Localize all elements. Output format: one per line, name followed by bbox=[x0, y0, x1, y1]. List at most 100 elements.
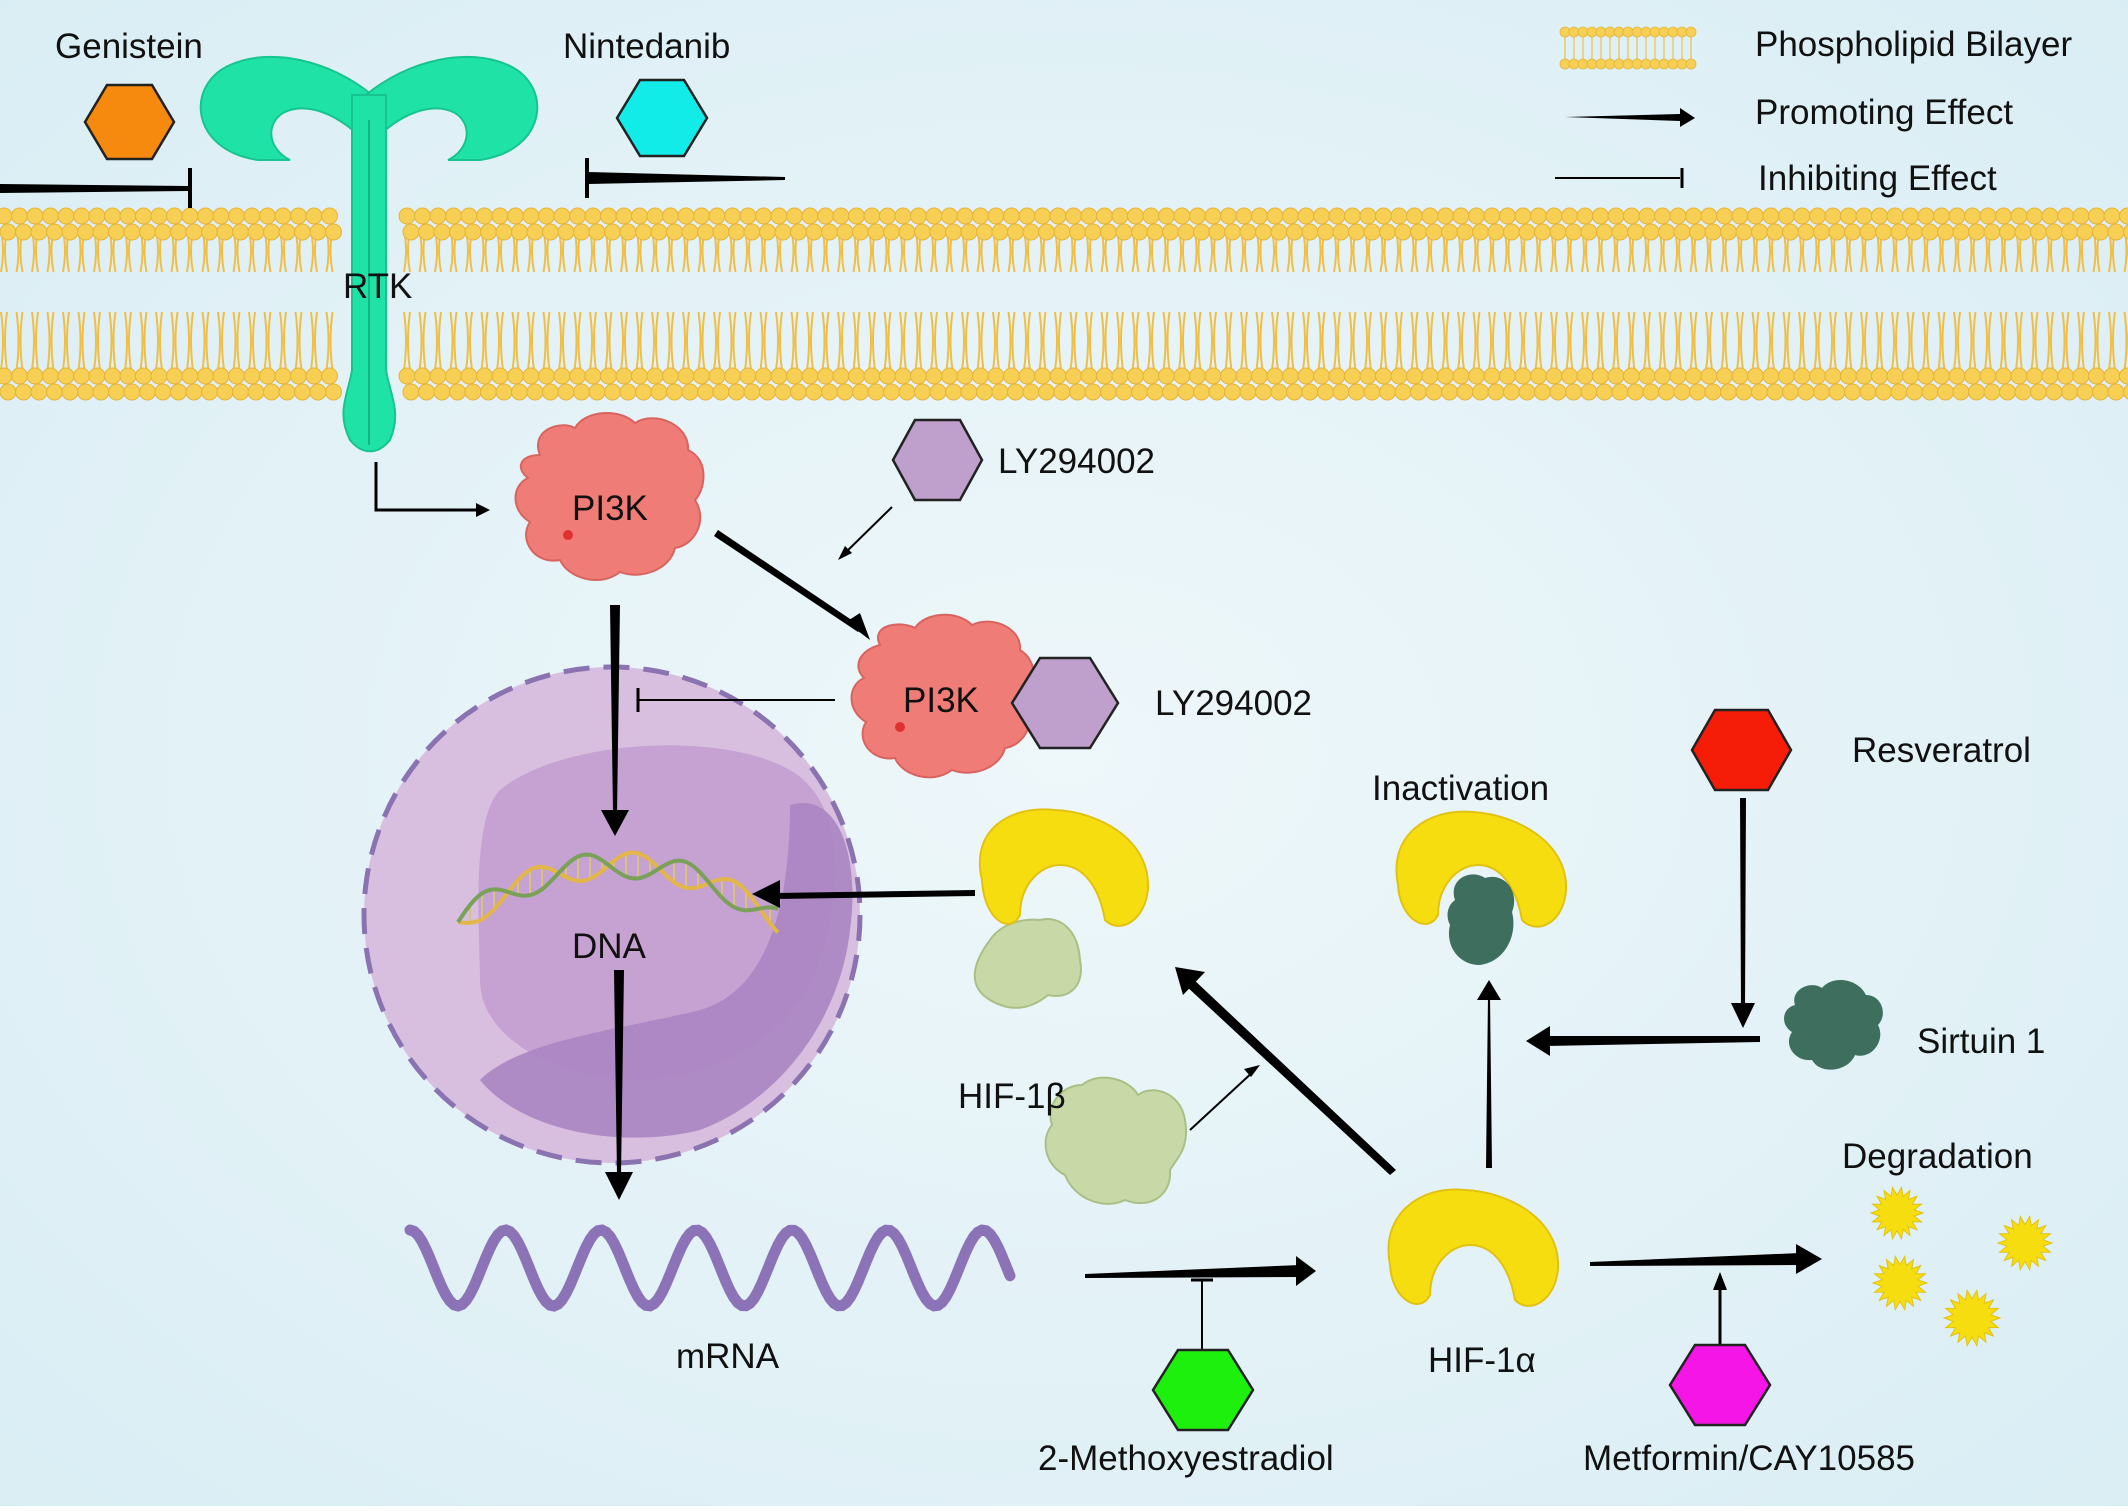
lipid-head bbox=[895, 368, 911, 384]
lipid-head bbox=[1132, 384, 1148, 400]
lipid-head bbox=[229, 368, 245, 384]
lipid-head bbox=[1825, 368, 1841, 384]
lipid-head bbox=[1918, 208, 1934, 224]
lipid-head bbox=[27, 368, 43, 384]
lipid-head bbox=[791, 384, 807, 400]
lipid-head bbox=[310, 384, 326, 400]
lipid-head bbox=[1085, 224, 1101, 240]
lipid-head bbox=[450, 224, 466, 240]
lipid-head bbox=[523, 368, 539, 384]
metformin-label: Metformin/CAY10585 bbox=[1583, 1439, 1915, 1478]
lipid-head bbox=[911, 368, 927, 384]
lipid-head bbox=[1484, 368, 1500, 384]
lipid-head bbox=[915, 224, 931, 240]
lipid-head bbox=[1907, 384, 1923, 400]
legend-lipid-head bbox=[1596, 27, 1606, 37]
lipid-head bbox=[1054, 384, 1070, 400]
lipid-head bbox=[43, 208, 59, 224]
lipid-head bbox=[961, 224, 977, 240]
lipid-head bbox=[450, 384, 466, 400]
lipid-head bbox=[1407, 368, 1423, 384]
lipid-head bbox=[217, 384, 233, 400]
lipid-head bbox=[1628, 384, 1644, 400]
lipid-head bbox=[1194, 384, 1210, 400]
lipid-head bbox=[1593, 208, 1609, 224]
lipid-head bbox=[295, 384, 311, 400]
lipid-head bbox=[1159, 368, 1175, 384]
lipid-head bbox=[1070, 224, 1086, 240]
lipid-head bbox=[1860, 224, 1876, 240]
lipid-head bbox=[1209, 384, 1225, 400]
lipid-head bbox=[1178, 384, 1194, 400]
lipid-head bbox=[1298, 368, 1314, 384]
lipid-head bbox=[295, 224, 311, 240]
lipid-head bbox=[279, 384, 295, 400]
lipid-head bbox=[1949, 208, 1965, 224]
lipid-head bbox=[1008, 224, 1024, 240]
lipid-head bbox=[1814, 224, 1830, 240]
lipid-head bbox=[492, 368, 508, 384]
lipid-head bbox=[198, 368, 214, 384]
lipid-head bbox=[167, 368, 183, 384]
lipid-head bbox=[198, 208, 214, 224]
lipid-head bbox=[1686, 208, 1702, 224]
lipid-head bbox=[1922, 224, 1938, 240]
lipid-head bbox=[136, 208, 152, 224]
lipid-head bbox=[105, 368, 121, 384]
lipid-head bbox=[1004, 368, 1020, 384]
lipid-head bbox=[1608, 368, 1624, 384]
lipid-head bbox=[1763, 208, 1779, 224]
lipid-head bbox=[620, 224, 636, 240]
lipid-head bbox=[1767, 384, 1783, 400]
lipid-head bbox=[1256, 224, 1272, 240]
lipid-head bbox=[2077, 384, 2093, 400]
lipid-head bbox=[1690, 224, 1706, 240]
lipid-head bbox=[1008, 384, 1024, 400]
lipid-head bbox=[837, 384, 853, 400]
lipid-head bbox=[1562, 368, 1578, 384]
lipid-head bbox=[1938, 384, 1954, 400]
lipid-head bbox=[1721, 384, 1737, 400]
lipid-head bbox=[601, 208, 617, 224]
lipid-head bbox=[744, 384, 760, 400]
lipid-head bbox=[771, 208, 787, 224]
lipid-head bbox=[1054, 224, 1070, 240]
lipid-head bbox=[539, 208, 555, 224]
lipid-head bbox=[1209, 224, 1225, 240]
lipid-head bbox=[802, 368, 818, 384]
lipid-head bbox=[1515, 208, 1531, 224]
lipid-head bbox=[233, 384, 249, 400]
lipid-head bbox=[930, 224, 946, 240]
lipid-head bbox=[1798, 384, 1814, 400]
lipid-head bbox=[1205, 368, 1221, 384]
lipid-head bbox=[1965, 208, 1981, 224]
lipid-head bbox=[1271, 224, 1287, 240]
lipid-head bbox=[1132, 224, 1148, 240]
lipid-head bbox=[558, 384, 574, 400]
lipid-head bbox=[899, 384, 915, 400]
lipid-head bbox=[1391, 368, 1407, 384]
lipid-head bbox=[1969, 224, 1985, 240]
lipid-head bbox=[2046, 384, 2062, 400]
lipid-head bbox=[1783, 224, 1799, 240]
lipid-head bbox=[1112, 368, 1128, 384]
lipid-head bbox=[1364, 384, 1380, 400]
lipid-head bbox=[2027, 208, 2043, 224]
lipid-head bbox=[1240, 384, 1256, 400]
lipid-head bbox=[667, 224, 683, 240]
lipid-head bbox=[1721, 224, 1737, 240]
lipid-head bbox=[1705, 384, 1721, 400]
lipid-head bbox=[1535, 384, 1551, 400]
lipid-head bbox=[477, 368, 493, 384]
lipid-head bbox=[2089, 208, 2105, 224]
lipid-head bbox=[1453, 208, 1469, 224]
lipid-head bbox=[43, 368, 59, 384]
lipid-head bbox=[957, 368, 973, 384]
lipid-head bbox=[915, 384, 931, 400]
lipid-head bbox=[430, 368, 446, 384]
lipid-head bbox=[647, 208, 663, 224]
lipid-head bbox=[1364, 224, 1380, 240]
lipid-head bbox=[62, 384, 78, 400]
ly294002-label: LY294002 bbox=[998, 442, 1155, 481]
